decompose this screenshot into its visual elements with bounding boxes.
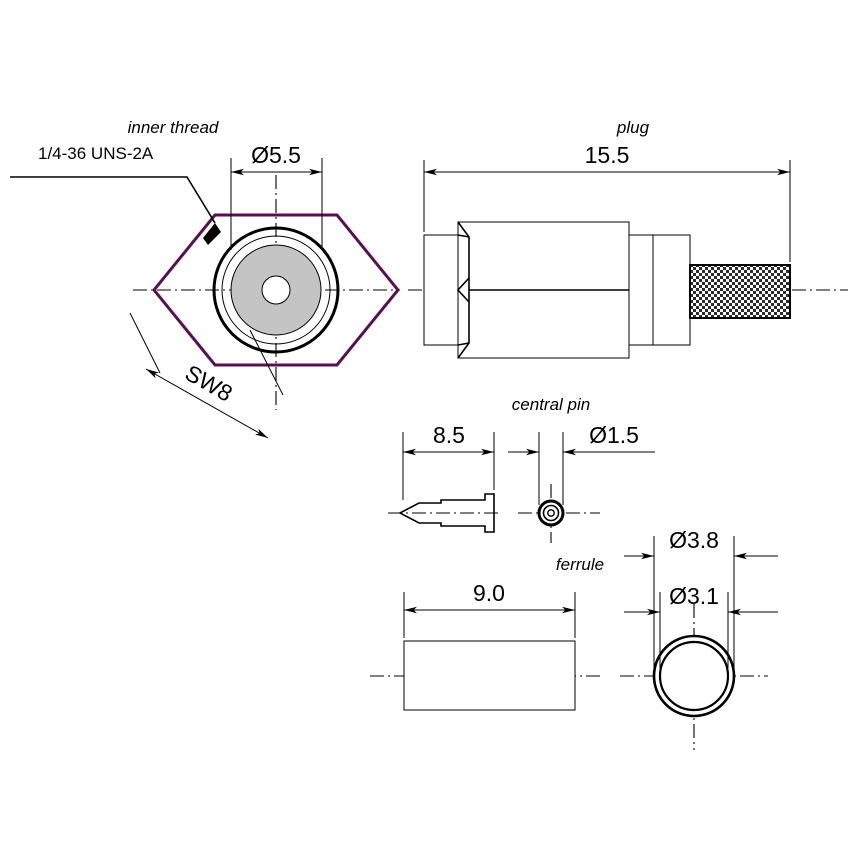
ferrule-body-rect (403, 640, 576, 711)
dim-label-diameter-1-5: Ø1.5 (589, 422, 639, 448)
plug-hex-chamfer-mid (456, 277, 470, 303)
central-pin-profile (398, 493, 495, 533)
plug-view-group: 15.5 plug (408, 118, 848, 359)
ferrule-label: ferrule (556, 555, 604, 574)
dim-line-sw8 (145, 368, 269, 439)
thread-leader-line (10, 176, 216, 224)
plug-hex-chamfer-top (457, 234, 470, 238)
dim-label-diameter-3-8: Ø3.8 (669, 527, 719, 553)
plug-crimp-shoulder (628, 234, 654, 346)
inner-thread-label: inner thread (128, 118, 219, 137)
hex-nut-outline (152, 213, 400, 367)
coupling-outer-circle (212, 226, 340, 354)
plug-rear-body (652, 234, 691, 346)
front-view-group: Ø5.5 inner thread 1/4-36 UNS-2A SW8 (10, 118, 400, 439)
dim-label-diameter-5-5: Ø5.5 (251, 142, 301, 168)
central-pin-group: central pin 8.5 Ø1.5 (388, 395, 655, 543)
ferrule-inner-circle (658, 640, 730, 712)
dim-label-length-8-5: 8.5 (433, 422, 465, 448)
plug-hex-chamfer-bottom (457, 342, 470, 346)
plug-knurled-barrel (689, 264, 791, 319)
dim-label-sw8: SW8 (181, 359, 237, 406)
thread-spec-label: 1/4-36 UNS-2A (38, 144, 154, 163)
central-pin-label: central pin (512, 395, 590, 414)
ferrule-group: ferrule 9.0 Ø3.8 Ø3.1 (370, 527, 778, 750)
dim-label-diameter-3-1: Ø3.1 (669, 583, 719, 609)
dim-label-length-9-0: 9.0 (473, 580, 505, 606)
central-pin-end-inner (547, 509, 555, 517)
dim-ext-a-sw8 (129, 312, 161, 374)
coupling-inner-circle (221, 235, 331, 345)
center-pin-circle (261, 275, 291, 305)
dim-label-length-15-5: 15.5 (585, 142, 630, 168)
dim-ext-b-sw8 (249, 329, 284, 396)
thread-leader-arrowhead (203, 223, 221, 245)
plug-thread-stub (423, 234, 459, 346)
plug-label: plug (616, 118, 650, 137)
